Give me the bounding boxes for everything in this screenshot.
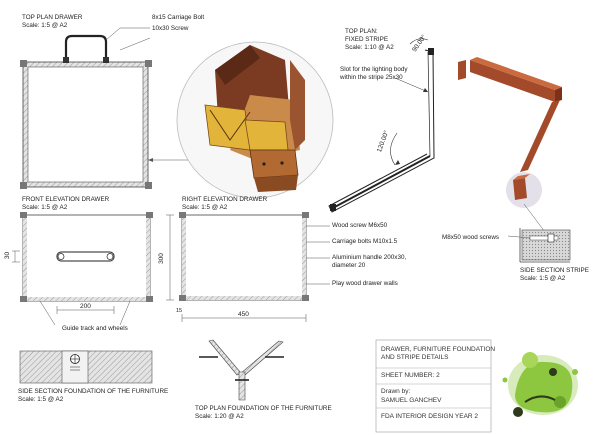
slot-note-line2: within the stripe 25x30 <box>340 74 403 81</box>
handle-callout-line2: diameter 20 <box>332 262 366 269</box>
side-section-stripe <box>507 228 571 263</box>
right-small-dim: 15 <box>176 308 183 314</box>
front-elevation-drawer <box>12 212 153 326</box>
front-elevation-title: FRONT ELEVATION DRAWER <box>22 196 110 203</box>
fixed-stripe-title: TOP PLAN: <box>345 28 378 35</box>
foundation-plan-scale: Scale: 1:20 @ A2 <box>195 413 244 420</box>
sheet-title-line2: AND STRIPE DETAILS <box>381 354 449 361</box>
sheet-number: SHEET NUMBER: 2 <box>381 372 440 379</box>
course-name: FDA INTERIOR DESIGN YEAR 2 <box>381 413 479 420</box>
right-elevation-title: RIGHT ELEVATION DRAWER <box>182 196 268 203</box>
side-section-stripe-title: SIDE SECTION STRIPE <box>520 267 589 274</box>
carriage-bolts-callout: Carriage bolts M10x1.5 <box>332 238 398 245</box>
fixed-stripe-subtitle: FIXED STRIPE <box>345 36 389 43</box>
slot-note-line1: Slot for the lighting body <box>340 66 408 73</box>
foundation-plan-title: TOP PLAN FOUNDATION OF THE FURNITURE <box>195 405 332 412</box>
front-height-dim: 30 <box>4 251 12 260</box>
side-section-stripe-scale: Scale: 1:5 @ A2 <box>520 275 566 282</box>
fixed-stripe-scale: Scale: 1:10 @ A2 <box>345 44 394 51</box>
carriage-bolt-callout: 8x15 Carriage Bolt <box>152 14 205 21</box>
splash-logo-icon <box>502 352 578 417</box>
guide-track-note: Guide track and wheels <box>62 325 128 332</box>
right-width-dim: 450 <box>238 311 249 318</box>
top-plan-drawer-scale: Scale: 1:5 @ A2 <box>22 22 68 29</box>
front-elevation-scale: Scale: 1:5 @ A2 <box>22 204 68 211</box>
foundation-section-scale: Scale: 1:5 @ A2 <box>18 396 64 403</box>
front-width-dim: 200 <box>80 303 91 310</box>
top-plan-foundation <box>199 339 284 401</box>
stripe-render <box>458 57 562 233</box>
drawn-by-label: Drawn by: <box>381 388 411 395</box>
foundation-section-title: SIDE SECTION FOUNDATION OF THE FURNITURE <box>18 388 169 395</box>
side-section-foundation <box>19 350 153 384</box>
drawer-walls-callout: Play wood drawer walls <box>332 280 398 287</box>
top-plan-drawer <box>20 27 195 189</box>
title-block <box>375 339 492 433</box>
right-height-dim: 300 <box>157 253 165 264</box>
sheet-title-line1: DRAWER, FURNITURE FOUNDATION <box>381 346 496 353</box>
right-elevation-drawer <box>166 212 330 322</box>
handle-icon <box>64 34 108 62</box>
wood-screw-callout: Wood screw M6x50 <box>332 222 388 229</box>
stripe-screws-note: M8x50 wood screws <box>442 234 500 241</box>
fixed-stripe-plan <box>328 38 435 213</box>
top-plan-drawer-title: TOP PLAN DRAWER <box>22 14 83 21</box>
drawn-by-name: SAMUEL GANCHEV <box>381 397 442 404</box>
handle-callout-line1: Aluminium handle 200x30, <box>332 254 407 261</box>
right-elevation-scale: Scale: 1:5 @ A2 <box>182 204 228 211</box>
drawer-detail-render <box>176 41 334 199</box>
screw-callout: 10x30 Screw <box>152 25 189 32</box>
